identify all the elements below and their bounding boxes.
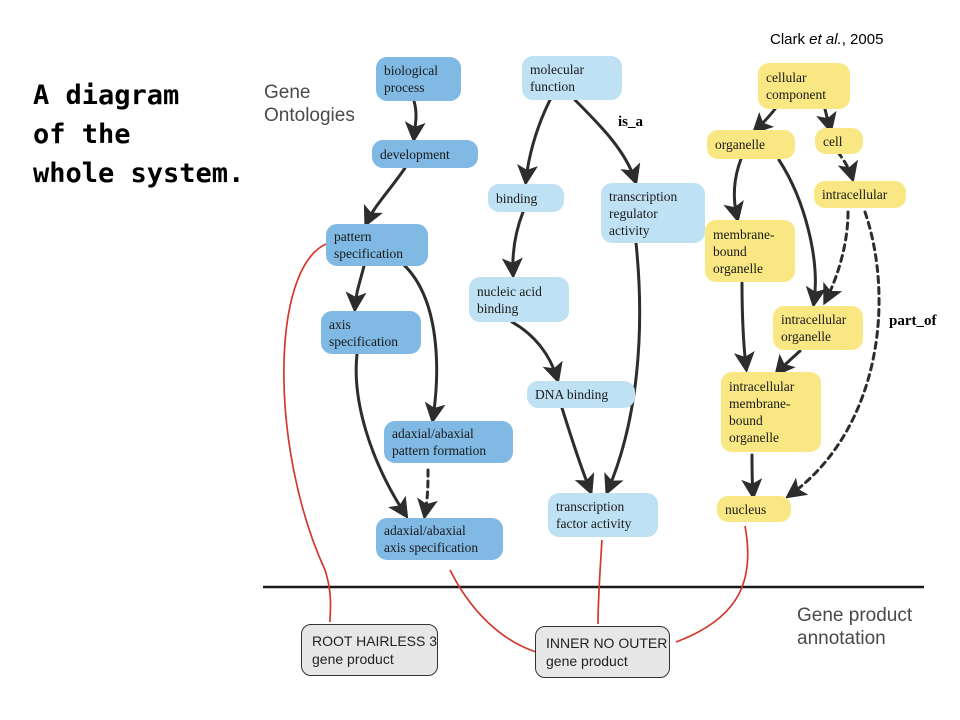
node-pattern-specification: pattern specification [326, 224, 428, 266]
node-cell: cell [815, 128, 863, 154]
edge-is-a [402, 263, 446, 424]
edge-is-a [741, 453, 763, 500]
node-intracellular: intracellular [814, 181, 906, 208]
edge-is-a [774, 349, 802, 377]
node-adaxial-abaxial-axis-specification: adaxial/abaxial axis specification [376, 518, 503, 560]
gene-product-root-hairless-3: ROOT HAIRLESS 3 gene product [301, 624, 438, 676]
title-line: whole system. [33, 158, 245, 189]
edge-is-a [733, 281, 755, 373]
edge-is-a [573, 98, 641, 186]
node-nucleic-acid-binding: nucleic acid binding [469, 277, 569, 322]
edge-part-of [417, 468, 438, 520]
node-axis-specification: axis specification [321, 311, 421, 354]
node-intracellular-membrane-bound-organelle: intracellular membrane- bound organelle [721, 372, 821, 452]
edge-part-of [823, 210, 850, 306]
node-adaxial-abaxial-pattern-formation: adaxial/abaxial pattern formation [384, 421, 513, 463]
edge-is-a [723, 157, 744, 223]
node-transcription-factor-activity: transcription factor activity [548, 493, 658, 537]
edge-is-a [354, 352, 409, 520]
node-transcription-regulator-activity: transcription regulator activity [601, 183, 705, 243]
edge-is-a [517, 98, 552, 186]
edge-is-a [751, 107, 777, 135]
node-nucleus: nucleus [717, 496, 791, 522]
annotation-link [675, 525, 749, 643]
node-cellular-component: cellular component [758, 63, 850, 109]
node-biological-process: biological process [376, 57, 461, 101]
annotation-link [449, 569, 537, 653]
gene-product-inner-no-outer: INNER NO OUTER gene product [535, 626, 670, 678]
title-line: of the [33, 119, 131, 150]
title-line: A diagram [33, 80, 180, 111]
part-of-label: part_of [889, 313, 937, 329]
node-intracellular-organelle: intracellular organelle [773, 306, 863, 350]
node-binding: binding [488, 184, 564, 212]
slide-title: A diagram of the whole system. [33, 76, 244, 193]
annotation-link [283, 243, 332, 623]
node-development: development [372, 140, 478, 168]
edge-is-a [560, 406, 595, 496]
section-label-gene-product-annotation: Gene product annotation [797, 605, 913, 649]
edge-part-of [816, 107, 837, 134]
is-a-label: is_a [618, 114, 644, 130]
node-membrane-bound-organelle: membrane- bound organelle [705, 220, 795, 282]
node-molecular-function: molecular function [522, 56, 622, 100]
edge-is-a [363, 166, 407, 228]
edge-is-a [604, 241, 642, 496]
edge-is-a [501, 210, 525, 279]
section-label-gene-ontologies: Gene Ontologies [264, 82, 355, 126]
citation: Clark et al., 2005 [770, 31, 884, 48]
edge-is-a [777, 158, 827, 308]
node-dna-binding: DNA binding [527, 381, 635, 408]
edge-part-of [785, 210, 881, 499]
edge-is-a [510, 320, 563, 384]
node-organelle: organelle [707, 130, 795, 159]
edge-is-a [404, 99, 426, 143]
annotation-link [597, 539, 603, 625]
edge-is-a [345, 264, 367, 313]
edge-part-of [836, 150, 858, 183]
